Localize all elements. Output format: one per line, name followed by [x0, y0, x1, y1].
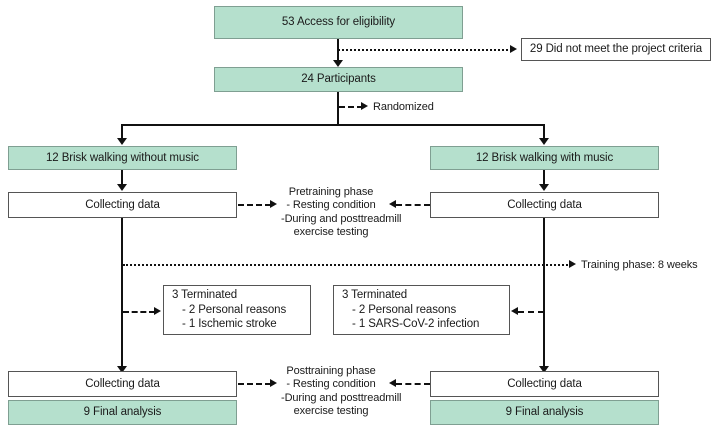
connector-terminated-left-dashed — [123, 311, 155, 313]
arrowhead-access-to-participants — [333, 60, 343, 67]
connector-participants-to-split — [337, 92, 339, 125]
node-terminated-right-line-1: 3 Terminated — [342, 288, 408, 301]
node-final-analysis-right-label: 9 Final analysis — [505, 406, 584, 419]
note-posttraining-phase: Posttraining phase - Resting condition -… — [281, 365, 402, 419]
arrowhead-excluded — [510, 45, 517, 53]
node-did-not-meet-criteria-label: 29 Did not meet the project criteria — [529, 43, 703, 56]
connector-split-to-right-group — [543, 124, 545, 142]
connector-post-note-left-dashed — [238, 383, 271, 385]
arrowhead-right-group — [539, 138, 549, 145]
node-terminated-left-line-2: - 2 Personal reasons — [182, 303, 287, 316]
node-terminated-left-line-3: - 1 Ischemic stroke — [182, 318, 277, 331]
connector-excluded-dotted — [338, 49, 512, 51]
arrowhead-right-collect-pre — [539, 184, 549, 191]
node-group-with-music-label: 12 Brisk walking with music — [475, 151, 614, 164]
connector-randomization-split-bar — [121, 124, 545, 126]
connector-left-group-to-collect-pre — [121, 170, 123, 188]
connector-pre-note-right-dashed — [396, 204, 430, 206]
node-collecting-data-post-right-label: Collecting data — [507, 377, 582, 390]
connector-split-to-left-group — [121, 124, 123, 142]
arrowhead-left-collect-post — [117, 366, 127, 373]
node-access-for-eligibility-label: 53 Access for eligibility — [281, 16, 396, 29]
arrowhead-left-collect-pre — [117, 184, 127, 191]
arrowhead-post-note-right — [389, 379, 396, 387]
note-posttraining-line-3: -During and posttreadmill — [281, 391, 402, 404]
node-group-with-music: 12 Brisk walking with music — [430, 146, 659, 170]
note-posttraining-line-2: - Resting condition — [286, 378, 376, 391]
node-did-not-meet-criteria: 29 Did not meet the project criteria — [521, 38, 711, 61]
connector-training-phase-dotted — [123, 264, 571, 266]
node-final-analysis-left: 9 Final analysis — [8, 400, 237, 425]
node-collecting-data-pre-left: Collecting data — [8, 192, 237, 218]
arrowhead-post-note-left — [270, 379, 277, 387]
node-terminated-left: 3 Terminated - 2 Personal reasons - 1 Is… — [163, 285, 311, 335]
note-posttraining-line-1: Posttraining phase — [286, 365, 376, 377]
connector-right-group-to-collect-pre — [543, 170, 545, 188]
trunk-left-training — [121, 218, 123, 370]
note-pretraining-phase: Pretraining phase - Resting condition -D… — [281, 186, 402, 240]
node-participants-label: 24 Participants — [301, 73, 376, 86]
label-training-phase: Training phase: 8 weeks — [581, 259, 698, 272]
node-final-analysis-left-label: 9 Final analysis — [83, 406, 162, 419]
node-access-for-eligibility: 53 Access for eligibility — [214, 6, 463, 39]
note-pretraining-line-2: - Resting condition — [286, 199, 376, 212]
node-group-without-music-label: 12 Brisk walking without music — [46, 151, 199, 164]
label-randomized-text: Randomized — [373, 101, 434, 113]
arrowhead-terminated-right — [511, 307, 518, 315]
node-terminated-right: 3 Terminated - 2 Personal reasons - 1 SA… — [333, 285, 510, 335]
node-collecting-data-pre-left-label: Collecting data — [85, 198, 160, 211]
connector-post-note-right-dashed — [396, 383, 430, 385]
node-collecting-data-post-left-label: Collecting data — [85, 377, 160, 390]
arrowhead-pre-note-left — [270, 200, 277, 208]
node-group-without-music: 12 Brisk walking without music — [8, 146, 237, 170]
arrowhead-terminated-left — [154, 307, 161, 315]
node-final-analysis-right: 9 Final analysis — [430, 400, 659, 425]
note-pretraining-line-3: -During and posttreadmill — [281, 212, 402, 225]
note-posttraining-line-4: exercise testing — [293, 405, 369, 418]
arrowhead-pre-note-right — [389, 200, 396, 208]
trunk-right-training — [543, 218, 545, 370]
node-collecting-data-pre-right-label: Collecting data — [507, 198, 582, 211]
arrowhead-left-group — [117, 138, 127, 145]
arrowhead-right-collect-post — [539, 366, 549, 373]
arrowhead-training-phase — [569, 260, 576, 268]
note-pretraining-line-1: Pretraining phase — [288, 186, 374, 198]
node-collecting-data-pre-right: Collecting data — [430, 192, 659, 218]
node-collecting-data-post-left: Collecting data — [8, 371, 237, 397]
connector-randomized-dashed — [339, 106, 363, 108]
arrowhead-randomized — [361, 102, 368, 110]
node-collecting-data-post-right: Collecting data — [430, 371, 659, 397]
node-terminated-left-line-1: 3 Terminated — [172, 288, 238, 301]
node-participants: 24 Participants — [214, 67, 463, 92]
label-training-phase-text: Training phase: 8 weeks — [581, 259, 698, 271]
connector-pre-note-left-dashed — [238, 204, 271, 206]
node-terminated-right-line-2: - 2 Personal reasons — [352, 303, 457, 316]
label-randomized: Randomized — [373, 101, 434, 114]
node-terminated-right-line-3: - 1 SARS-CoV-2 infection — [352, 318, 480, 331]
note-pretraining-line-4: exercise testing — [293, 226, 369, 239]
connector-terminated-right-dashed — [518, 311, 544, 313]
